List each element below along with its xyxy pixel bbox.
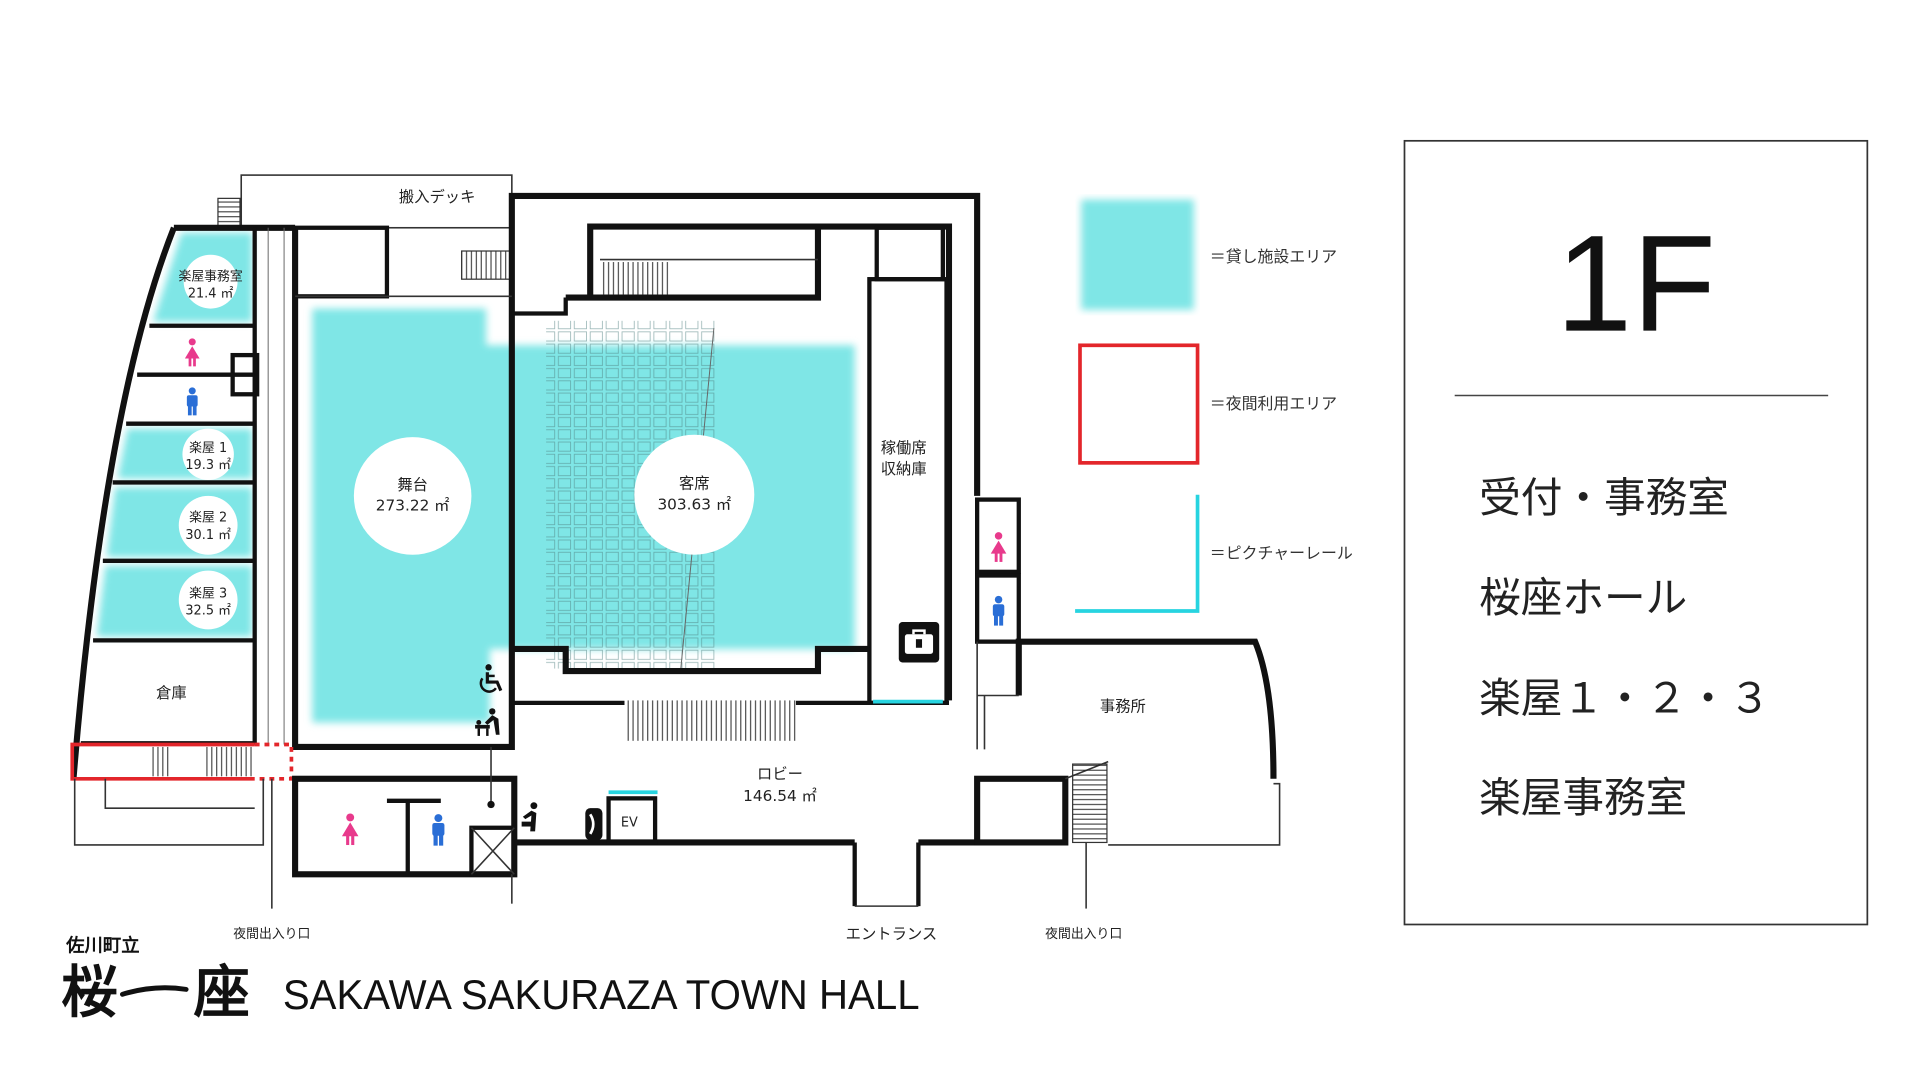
night-area-stairs: [149, 746, 172, 777]
shaft-cross: [470, 827, 515, 875]
shaft: [469, 825, 517, 877]
outer-inner-outline: [104, 778, 255, 809]
female-toilet-icon: [184, 338, 200, 367]
elevator: [606, 796, 658, 845]
baby-changing-icon: [475, 708, 500, 736]
hall-inner-wall: [587, 223, 953, 701]
stage-side-box: [292, 225, 390, 299]
stage-area: 273.22 ㎡: [376, 497, 450, 515]
dressing-1-area: 19.3 ㎡: [185, 458, 231, 473]
elevator-label: EV: [621, 816, 638, 831]
toilet-alcove: [230, 352, 260, 397]
entrance-label: エントランス: [846, 925, 937, 943]
floor-label: 1F: [1556, 208, 1716, 361]
dressing-2-area: 30.1 ㎡: [185, 528, 231, 543]
legend-night-swatch: [1078, 343, 1200, 465]
control-room: [874, 225, 945, 282]
legend-rental-swatch: [1081, 199, 1194, 310]
sakuraza-logo: 桜座: [61, 959, 325, 1025]
office-side-line: [976, 641, 1019, 750]
dressing-2-badge: [178, 495, 238, 555]
night-entrance-right-label: 夜間出入り口: [1045, 927, 1122, 942]
lobby-name: ロビー: [757, 765, 803, 783]
dressing-office-name: 楽屋事務室: [178, 268, 242, 284]
audience-front-wall: [511, 645, 870, 675]
hall-title: SAKAWA SAKURAZA TOWN HALL: [283, 971, 920, 1018]
dressing-2-name: 楽屋 2: [189, 510, 227, 526]
facility-item: 受付・事務室: [1479, 473, 1729, 522]
dressing-office-area: 21.4 ㎡: [188, 287, 234, 302]
office-stairs: [1072, 763, 1108, 844]
right-toilet-female: [975, 497, 1021, 574]
facility-item: 楽屋１・２・３: [1479, 674, 1770, 723]
balcony-edge: [565, 226, 822, 301]
male-toilet-icon: [432, 814, 445, 846]
panel-frame: [1403, 139, 1869, 926]
municipality-label: 佐川町立: [65, 934, 139, 956]
deck-steps: [217, 197, 241, 229]
room-labels: 搬入デッキ 楽屋事務室 21.4 ㎡ 楽屋 1 19.3 ㎡ 楽屋 2 30.1…: [156, 188, 1146, 943]
office-label: 事務所: [1100, 697, 1146, 715]
corridor-marker-dot: [487, 800, 495, 809]
balcony-stairs: [600, 262, 669, 296]
dressing-3-area: 32.5 ㎡: [185, 604, 231, 619]
dressing-3-badge: [178, 570, 238, 630]
deck-stairs: [461, 250, 512, 280]
facility-item: 桜座ホール: [1479, 573, 1687, 622]
storage-label: 倉庫: [156, 684, 187, 702]
floor-info-panel: 1F 受付・事務室 桜座ホール 楽屋１・２・３ 楽屋事務室: [1403, 139, 1869, 926]
stage-badge: [353, 437, 472, 555]
stage-wall: [292, 227, 515, 750]
lobby-area: 146.54 ㎡: [743, 787, 817, 805]
branding: 佐川町立 桜座 SAKAWA SAKURAZA TOWN HALL: [61, 934, 919, 1025]
audience-name: 客席: [679, 475, 710, 493]
male-toilet-icon: [186, 387, 198, 416]
dressing-1-name: 楽屋 1: [189, 440, 227, 456]
audience-area: 303.63 ㎡: [657, 495, 731, 513]
outer-outline-right: [1108, 782, 1281, 846]
stage-name: 舞台: [397, 476, 428, 494]
phone-icon: [585, 808, 603, 840]
female-toilet-icon: [341, 813, 359, 846]
right-toilet-male: [975, 573, 1021, 644]
locker-icon: [898, 622, 940, 663]
night-area-dotted: [254, 742, 294, 781]
walls: [70, 174, 1281, 909]
audience-badge: [634, 434, 755, 555]
outer-outline: [73, 778, 265, 846]
legend: ＝貸し施設エリア ＝夜間利用エリア ＝ピクチャーレール: [1075, 199, 1353, 613]
legend-rental-label: ＝貸し施設エリア: [1210, 247, 1337, 266]
proscenium-wall: [511, 297, 568, 316]
night-area-stairs: [203, 746, 253, 777]
male-toilet-icon: [992, 595, 1005, 626]
legend-rail-swatch: [1075, 494, 1200, 613]
dressing-1-badge: [182, 428, 234, 480]
loading-deck-label: 搬入デッキ: [399, 188, 476, 206]
night-entrance-left-label: 夜間出入り口: [233, 927, 310, 942]
nursing-room-icon: [521, 802, 538, 832]
entrance-walls: [852, 842, 921, 907]
movable-seat-storage-label: 収納庫: [881, 460, 927, 478]
wheelchair-icon: [479, 664, 503, 693]
dressing-3-name: 楽屋 3: [189, 586, 227, 602]
movable-seat-storage-label: 稼働席: [881, 439, 927, 457]
toilet-partition: [386, 798, 441, 875]
dressing-office-badge: [183, 254, 238, 309]
back-room: [974, 775, 1069, 846]
legend-rail-label: ＝ピクチャーレール: [1210, 543, 1353, 562]
facility-item: 楽屋事務室: [1479, 773, 1687, 822]
legend-night-label: ＝夜間利用エリア: [1210, 394, 1337, 413]
left-curved-wall: [70, 226, 177, 780]
hall-outer-wall: [508, 192, 981, 496]
office-wall: [1015, 638, 1277, 779]
front-stairs: [624, 700, 796, 741]
female-toilet-icon: [990, 532, 1007, 562]
icons: [184, 338, 1007, 846]
night-area-outline: [70, 742, 255, 781]
logo-stroke: [120, 985, 189, 997]
